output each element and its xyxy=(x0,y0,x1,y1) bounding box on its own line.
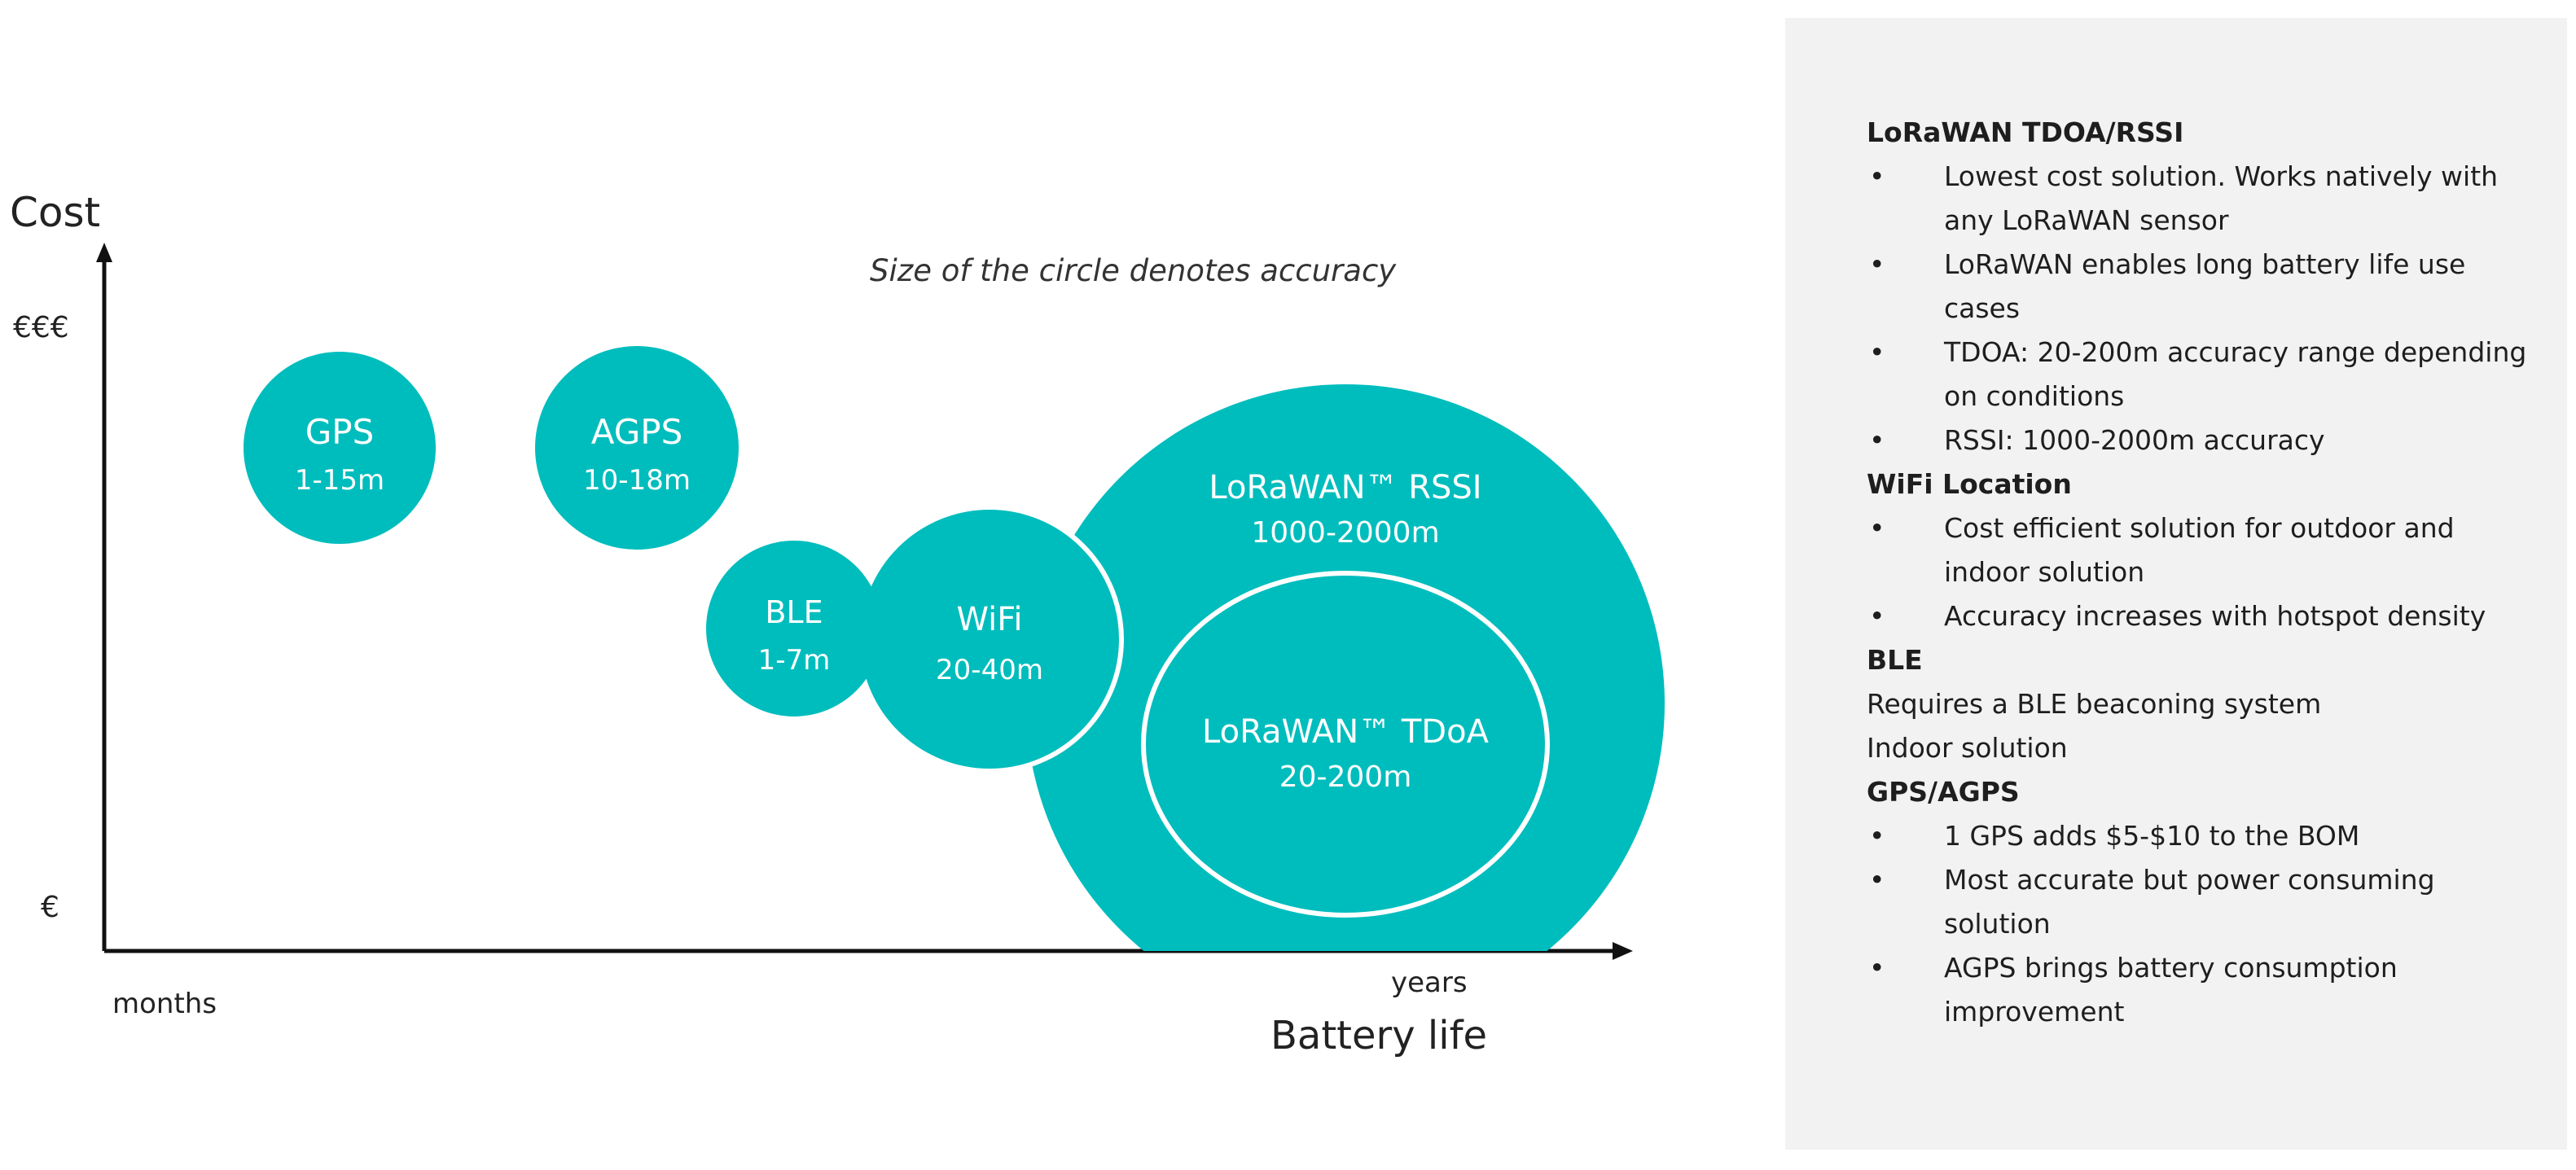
list-item: • RSSI: 1000-2000m accuracy xyxy=(1867,418,2543,462)
list-item-text: LoRaWAN enables long battery life use ca… xyxy=(1944,248,2466,324)
y-axis-arrow xyxy=(96,243,112,262)
wifi-circle xyxy=(855,505,1124,773)
gps-label: GPS xyxy=(305,412,375,452)
bullet: • xyxy=(1869,512,1885,544)
list-item-text: Lowest cost solution. Works natively wit… xyxy=(1944,160,2499,236)
bullet: • xyxy=(1869,160,1885,192)
gps-range: 1-15m xyxy=(295,464,384,497)
gps-list: • 1 GPS adds $5-$10 to the BOM • Most accu… xyxy=(1867,814,2543,1034)
bullet: • xyxy=(1869,248,1885,280)
x-axis-low-label: months xyxy=(112,988,217,1020)
list-item-text: Accuracy increases with hotspot density xyxy=(1944,600,2486,632)
lorawan-section-title: LoRaWAN TDOA/RSSI xyxy=(1867,116,2184,148)
ble-circle xyxy=(706,541,882,716)
accuracy-note: Size of the circle denotes accuracy xyxy=(870,253,1397,288)
ble-section-title: BLE xyxy=(1867,644,1923,676)
lorawan-rssi-label: LoRaWAN™ RSSI xyxy=(1209,469,1481,506)
ble-line: Requires a BLE beaconing system xyxy=(1867,688,2322,720)
wifi-section-title: WiFi Location xyxy=(1867,468,2072,500)
location-technology-diagram: Cost €€€ € months years Battery life Siz… xyxy=(10,189,1665,1058)
list-item-text: Cost efficient solution for outdoor and … xyxy=(1944,512,2455,588)
wifi-list: • Cost efficient solution for outdoor and… xyxy=(1867,506,2543,638)
list-item: • Cost efficient solution for outdoor and… xyxy=(1867,506,2543,594)
list-item: • 1 GPS adds $5-$10 to the BOM xyxy=(1867,814,2543,858)
list-item: • Most accurate but power consuming solut… xyxy=(1867,858,2543,946)
bullet: • xyxy=(1869,864,1885,896)
lorawan-tdoa-label: LoRaWAN™ TDoA xyxy=(1202,713,1490,751)
wifi-range: 20-40m xyxy=(936,654,1043,686)
lorawan-rssi-range: 1000-2000m xyxy=(1251,516,1439,550)
list-item: • TDOA: 20-200m accuracy range depending … xyxy=(1867,331,2543,418)
ble-line: Indoor solution xyxy=(1867,732,2068,764)
wifi-label: WiFi xyxy=(957,601,1023,638)
ble-label: BLE xyxy=(765,594,823,630)
list-item-text: 1 GPS adds $5-$10 to the BOM xyxy=(1944,820,2360,852)
list-item: • AGPS brings battery consumption improve… xyxy=(1867,946,2543,1034)
ble-range: 1-7m xyxy=(758,644,831,677)
list-item-text: AGPS brings battery consumption improvem… xyxy=(1944,952,2398,1028)
bullet: • xyxy=(1869,952,1885,984)
list-item-text: Most accurate but power consuming soluti… xyxy=(1944,864,2435,940)
agps-label: AGPS xyxy=(591,412,683,452)
bullet: • xyxy=(1869,336,1885,368)
gps-circle xyxy=(244,352,436,544)
y-axis-high-label: €€€ xyxy=(13,311,69,344)
bullet: • xyxy=(1869,820,1885,852)
y-axis-label: Cost xyxy=(10,189,100,236)
lorawan-tdoa-range: 20-200m xyxy=(1279,760,1412,794)
lorawan-tdoa-circle xyxy=(1141,571,1550,918)
lorawan-list: • Lowest cost solution. Works natively wi… xyxy=(1867,155,2543,462)
gps-section-title: GPS/AGPS xyxy=(1867,776,2020,808)
list-item: • LoRaWAN enables long battery life use c… xyxy=(1867,243,2543,331)
list-item: • Accuracy increases with hotspot density xyxy=(1867,594,2543,638)
list-item-text: RSSI: 1000-2000m accuracy xyxy=(1944,424,2325,456)
list-item-text: TDOA: 20-200m accuracy range depending o… xyxy=(1944,336,2527,412)
x-axis-arrow xyxy=(1613,942,1633,960)
x-axis-label: Battery life xyxy=(1270,1013,1487,1058)
info-panel: LoRaWAN TDOA/RSSI • Lowest cost solution.… xyxy=(1785,18,2567,1150)
y-axis-low-label: € xyxy=(41,891,59,924)
list-item: • Lowest cost solution. Works natively wi… xyxy=(1867,155,2543,243)
bullet: • xyxy=(1869,600,1885,632)
agps-range: 10-18m xyxy=(583,464,691,497)
agps-circle xyxy=(535,346,739,550)
bullet: • xyxy=(1869,424,1885,456)
x-axis-high-label: years xyxy=(1391,966,1468,999)
